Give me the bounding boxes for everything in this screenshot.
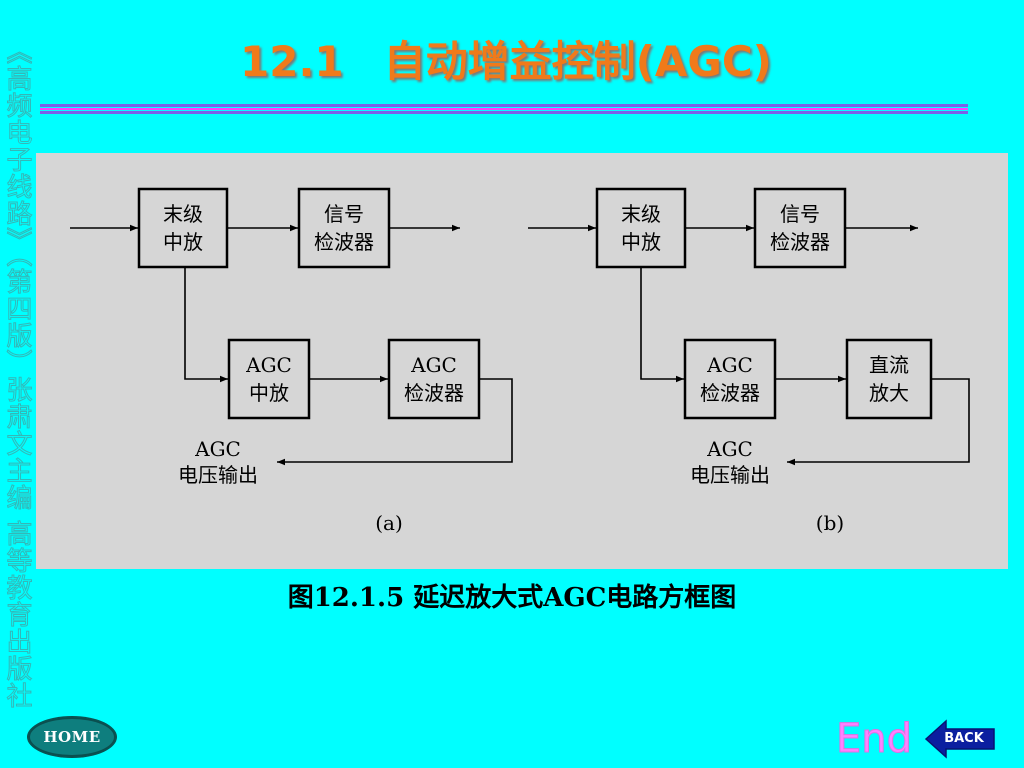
dc-amplifier-label-1: 直流 [869, 353, 909, 377]
signal-detector-label-2: 检波器 [770, 230, 830, 254]
diagram-b [528, 187, 970, 466]
back-button-label[interactable]: BACK [944, 731, 984, 746]
block-diagram-svg: 末级 中放 信号 检波器 AGC 中放 AGC 检波器 AGC 电压输出 (a) [70, 187, 970, 535]
signal-detector-block [753, 187, 847, 269]
agc-detector-label-1: AGC [410, 353, 457, 377]
agc-output-label-1: AGC [194, 437, 241, 461]
agc-branch-line [640, 267, 684, 383]
final-if-block [137, 187, 229, 269]
final-if-label-1: 末级 [621, 202, 661, 226]
final-if-label-1: 末级 [163, 202, 203, 226]
agc-output-label-2: 电压输出 [690, 463, 770, 487]
agc-output-label-2: 电压输出 [178, 463, 258, 487]
title-divider [40, 108, 968, 110]
agc-if-block [227, 338, 311, 420]
agc-detector-label-1: AGC [706, 353, 753, 377]
diagram-b-labels: 末级 中放 信号 检波器 AGC 检波器 直流 放大 AGC 电压输出 (b) [621, 202, 909, 535]
agc-feedback-line [787, 378, 970, 466]
figure-caption: 图12.1.5 延迟放大式AGC电路方框图 [287, 583, 737, 613]
diagram-a-label: (a) [375, 511, 403, 535]
diagram-a [70, 187, 513, 466]
diagram-b-label: (b) [816, 511, 844, 535]
agc-detector-block [387, 338, 481, 420]
agc-detector-label-2: 检波器 [700, 381, 760, 405]
agc-detector-label-2: 检波器 [404, 381, 464, 405]
dc-amplifier-block [845, 338, 933, 420]
signal-detector-block [297, 187, 391, 269]
section-title: 自动增益控制(AGC) [383, 37, 772, 86]
final-if-block [595, 187, 687, 269]
page-title: 12.1 自动增益控制(AGC) [240, 34, 772, 90]
agc-if-label-2: 中放 [249, 381, 289, 405]
sidebar-book-title: 《高频电子线路》（第四版）张肃文主编 高等教育出版社 [2, 37, 33, 710]
back-arrow-icon[interactable] [924, 718, 996, 760]
agc-branch-line [184, 267, 228, 383]
agc-output-label-1: AGC [706, 437, 753, 461]
title-divider [40, 104, 968, 107]
signal-detector-label-2: 检波器 [314, 230, 374, 254]
diagram-a-labels: 末级 中放 信号 检波器 AGC 中放 AGC 检波器 AGC 电压输出 (a) [163, 202, 464, 535]
agc-detector-block [683, 338, 777, 420]
agc-feedback-line [277, 378, 513, 466]
home-button[interactable]: HOME [28, 717, 116, 757]
end-link[interactable]: End [835, 716, 913, 763]
signal-detector-label-1: 信号 [324, 202, 364, 226]
title-divider [40, 111, 968, 114]
signal-detector-label-1: 信号 [780, 202, 820, 226]
dc-amplifier-label-2: 放大 [869, 381, 909, 405]
final-if-label-2: 中放 [163, 230, 203, 254]
agc-if-label-1: AGC [245, 353, 292, 377]
block-diagram-figure: 末级 中放 信号 检波器 AGC 中放 AGC 检波器 AGC 电压输出 (a) [36, 153, 1008, 569]
final-if-label-2: 中放 [621, 230, 661, 254]
section-number: 12.1 [240, 37, 344, 86]
